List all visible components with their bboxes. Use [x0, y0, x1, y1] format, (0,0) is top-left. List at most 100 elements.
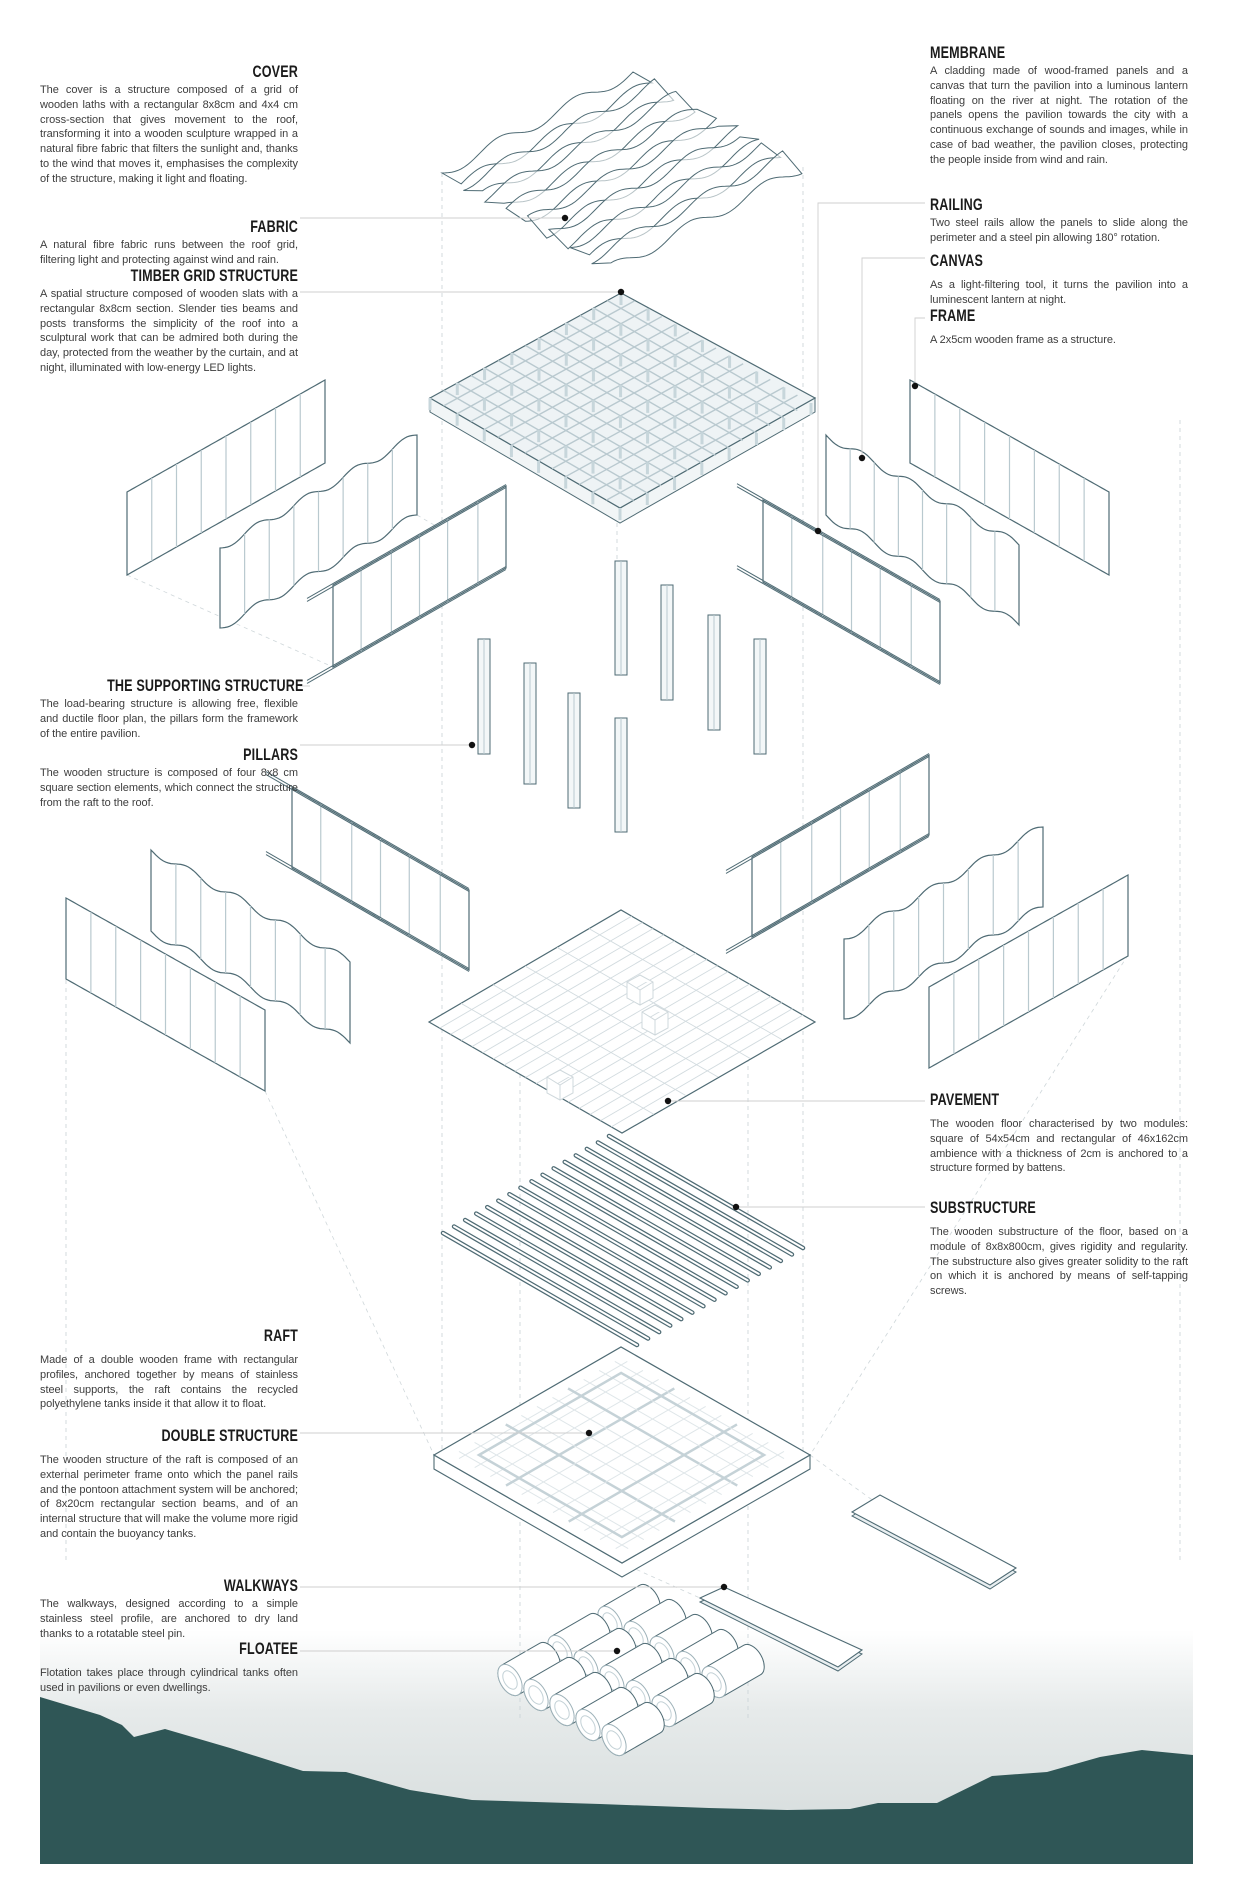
sliding-rail — [725, 833, 930, 951]
label-walkways: WALKWAYS The walkways, designed accordin… — [40, 1577, 298, 1641]
timber-grid-slat — [566, 322, 757, 434]
sliding-rail — [725, 836, 930, 954]
walkway-deck — [850, 1494, 1018, 1586]
projection-dashed-line — [264, 1090, 435, 1456]
leader-dot — [561, 214, 569, 222]
batten — [608, 1135, 804, 1249]
label-membrane: MEMBRANE A cladding made of wood-framed … — [930, 44, 1188, 168]
tank-cap-inner — [606, 1730, 622, 1750]
timber-grid-slat — [592, 386, 785, 493]
label-text: The load-bearing structure is allowing f… — [40, 698, 298, 740]
raft-double-structure — [432, 1346, 812, 1578]
cylindrical-tank — [575, 1686, 639, 1742]
leader-line — [861, 257, 925, 458]
raft-beam — [584, 1432, 753, 1532]
canvas-panel — [825, 433, 1020, 627]
leader-dot — [617, 288, 625, 296]
batten — [486, 1206, 683, 1321]
sliding-rail — [306, 487, 507, 602]
pavement-module-line — [492, 984, 687, 1097]
cylindrical-tank — [601, 1701, 665, 1757]
label-title: COVER — [252, 62, 298, 81]
projection-dashed-line — [809, 954, 1129, 1456]
railing-panel — [725, 753, 930, 954]
leader-dot — [911, 382, 919, 390]
leader-dot — [664, 1097, 672, 1105]
leader-line — [817, 202, 925, 531]
label-raft: RAFT Made of a double wooden frame with … — [40, 1327, 298, 1412]
pillars — [477, 560, 767, 833]
leader-line — [914, 317, 925, 386]
projection-guides — [65, 167, 1181, 1720]
pavement-module-line — [524, 965, 719, 1078]
label-text: Flotation takes place through cylindrica… — [40, 1667, 298, 1694]
label-title: RAILING — [930, 195, 983, 214]
label-text: A 2x5cm wooden frame as a structure. — [930, 334, 1116, 346]
sliding-rail — [265, 774, 470, 892]
substructure-battens — [440, 1133, 806, 1348]
label-title: TIMBER GRID STRUCTURE — [130, 266, 298, 285]
frame-panel — [126, 378, 326, 577]
label-title: FABRIC — [250, 217, 298, 236]
tank-cap-inner — [554, 1700, 570, 1720]
timber-grid-slat — [538, 337, 730, 449]
sliding-rail — [736, 565, 941, 682]
leader-lines — [300, 202, 925, 1655]
timber-grid-structure — [428, 292, 817, 524]
sliding-rail — [265, 851, 470, 969]
label-cover: COVER The cover is a structure composed … — [40, 63, 298, 187]
timber-grid-slat — [565, 370, 758, 478]
label-substructure: SUBSTRUCTURE The wooden substructure of … — [930, 1199, 1188, 1299]
sliding-rail — [306, 484, 507, 599]
label-pillars: PILLARS The wooden structure is composed… — [40, 746, 298, 810]
walkway-deck — [698, 1586, 864, 1668]
label-canvas: CANVAS As a light-filtering tool, it tur… — [930, 252, 1188, 308]
floatee-tanks — [497, 1583, 765, 1757]
batten — [541, 1173, 738, 1288]
label-fabric: FABRIC A natural fibre fabric runs betwe… — [40, 218, 298, 268]
cover-strip — [505, 108, 718, 222]
raft-beam — [615, 1450, 785, 1550]
label-frame: FRAME A 2x5cm wooden frame as a structur… — [930, 307, 1188, 348]
batten — [464, 1219, 661, 1334]
label-title: PILLARS — [243, 745, 298, 764]
label-title: RAFT — [263, 1326, 298, 1345]
batten — [552, 1167, 749, 1282]
cover-strip — [591, 150, 803, 265]
frame-panel — [928, 873, 1129, 1070]
raft-beam — [614, 1360, 785, 1460]
pavement — [427, 909, 817, 1134]
pavement-post-box — [626, 974, 654, 1006]
raft-inner-frame — [476, 1371, 767, 1539]
railing-panel — [736, 483, 941, 685]
label-text: The wooden structure is composed of four… — [40, 767, 298, 809]
cylindrical-tank — [497, 1641, 561, 1697]
batten — [530, 1180, 727, 1295]
sliding-rail — [725, 756, 930, 874]
label-title: WALKWAYS — [223, 1576, 298, 1595]
batten — [585, 1147, 782, 1262]
leader-dot — [468, 741, 476, 749]
batten — [574, 1154, 771, 1269]
cylindrical-tank — [701, 1643, 765, 1699]
batten — [442, 1232, 638, 1346]
timber-grid-slat — [607, 299, 798, 412]
label-text: A cladding made of wood-framed panels an… — [930, 65, 1188, 166]
label-double-structure: DOUBLE STRUCTURE The wooden structure of… — [40, 1427, 298, 1542]
timber-grid-slat — [593, 307, 785, 419]
label-text: Made of a double wooden frame with recta… — [40, 1354, 298, 1411]
batten — [596, 1141, 793, 1256]
tank-cap-inner — [580, 1715, 596, 1735]
sliding-rail — [736, 486, 941, 603]
raft-beam — [567, 1387, 738, 1487]
canvas-panel — [843, 826, 1044, 1020]
label-title: THE SUPPORTING STRUCTURE — [107, 676, 304, 695]
label-floatee: FLOATEE Flotation takes place through cy… — [40, 1640, 298, 1696]
pavement-module-line — [556, 946, 751, 1059]
batten — [497, 1199, 694, 1314]
label-title: MEMBRANE — [930, 43, 1006, 62]
canvas-panel — [150, 848, 351, 1045]
timber-grid-slat — [524, 347, 717, 454]
walkways — [698, 1494, 1018, 1672]
railing-panel — [265, 771, 470, 972]
